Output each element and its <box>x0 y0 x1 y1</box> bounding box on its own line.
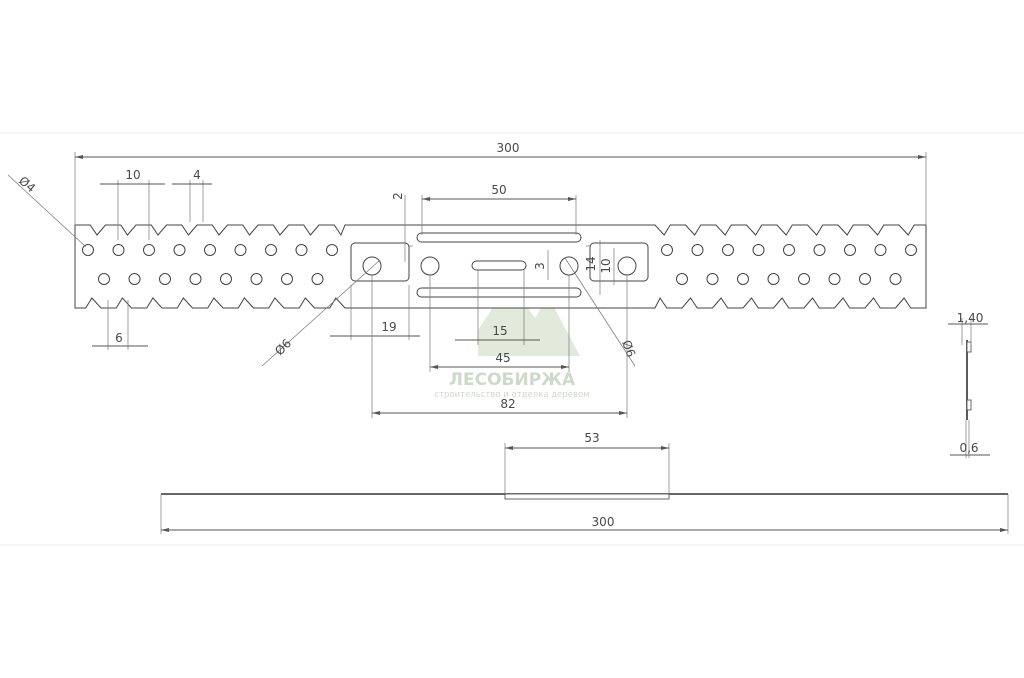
perforation-hole <box>112 244 125 256</box>
perforation-hole <box>859 273 871 285</box>
dim-tooth-pitch: 6 <box>115 331 123 345</box>
large-hole-right <box>617 256 637 276</box>
perforation-hole <box>204 244 216 256</box>
center-slot-inner <box>471 260 527 271</box>
watermark-title: ЛЕСОБИРЖА <box>449 370 576 390</box>
dim-end-slot-length: 19 <box>381 320 396 334</box>
dim-center-slot-length: 50 <box>491 183 506 197</box>
dim-hole-pitch: 10 <box>125 168 140 182</box>
large-hole-inner-right <box>559 256 579 276</box>
perforation-hole <box>691 244 704 256</box>
dim-bottom-total-length: 300 <box>592 515 615 529</box>
dim-inner-slot-length: 15 <box>492 324 507 338</box>
perforation-hole <box>173 244 186 256</box>
large-hole-inner-left <box>420 256 440 276</box>
perforation-hole <box>767 273 780 285</box>
perforation-hole <box>722 244 734 256</box>
perforation-hole <box>311 273 324 285</box>
dim-large-hole-diameter-left: Ø6 <box>272 336 294 358</box>
perforation-hole <box>189 273 202 285</box>
dim-slot-offset: 2 <box>391 192 405 200</box>
perforation-hole <box>234 244 247 256</box>
perforation-hole <box>783 244 795 256</box>
perforation-hole <box>220 273 232 285</box>
dim-small-slot-width: 3 <box>533 262 547 270</box>
perforation-hole <box>828 273 841 285</box>
dim-tooth-width: 4 <box>193 168 201 182</box>
perforation-hole <box>265 244 277 256</box>
large-hole-left <box>362 256 382 276</box>
perforation-hole <box>844 244 856 256</box>
perforation-hole <box>281 273 293 285</box>
dim-slot-span: 82 <box>500 397 515 411</box>
center-slot-upper <box>416 232 582 243</box>
dim-side-thickness-outer: 1,40 <box>957 311 984 325</box>
dim-large-hole-diameter-right: Ø6 <box>619 338 638 359</box>
dim-top-total-length: 300 <box>497 141 520 155</box>
perforation-holes <box>82 244 917 285</box>
dim-slot-height-outer: 14 <box>584 256 598 271</box>
perforation-hole <box>737 273 749 285</box>
perforation-hole <box>98 273 110 285</box>
perforation-hole <box>661 244 673 256</box>
perforation-hole <box>889 273 902 285</box>
perforation-hole <box>128 273 141 285</box>
watermark-subtitle: строительство и отделка деревом <box>434 390 589 400</box>
perforation-hole <box>874 244 887 256</box>
perforation-hole <box>706 273 719 285</box>
dim-slot-height-inner: 10 <box>599 258 613 273</box>
perforation-hole <box>905 244 917 256</box>
perforation-hole <box>143 244 155 256</box>
side-view: 1,40 0,6 <box>948 311 990 458</box>
dim-bottom-plate-width: 53 <box>584 431 599 445</box>
perforation-hole <box>159 273 171 285</box>
bottom-view: 53 300 <box>160 431 1009 534</box>
dim-side-thickness-inner: 0,6 <box>959 441 978 455</box>
center-slot-lower <box>416 287 582 298</box>
perforation-hole <box>798 273 810 285</box>
perforation-hole <box>82 244 94 256</box>
perforation-hole <box>250 273 263 285</box>
perforation-hole <box>752 244 765 256</box>
plate-top-view <box>74 224 927 309</box>
dim-large-hole-span: 45 <box>495 351 510 365</box>
perforation-hole <box>676 273 688 285</box>
perforation-hole <box>295 244 308 256</box>
perforation-hole <box>326 244 338 256</box>
dim-small-hole-diameter: Ø4 <box>16 174 38 196</box>
perforation-hole <box>813 244 826 256</box>
